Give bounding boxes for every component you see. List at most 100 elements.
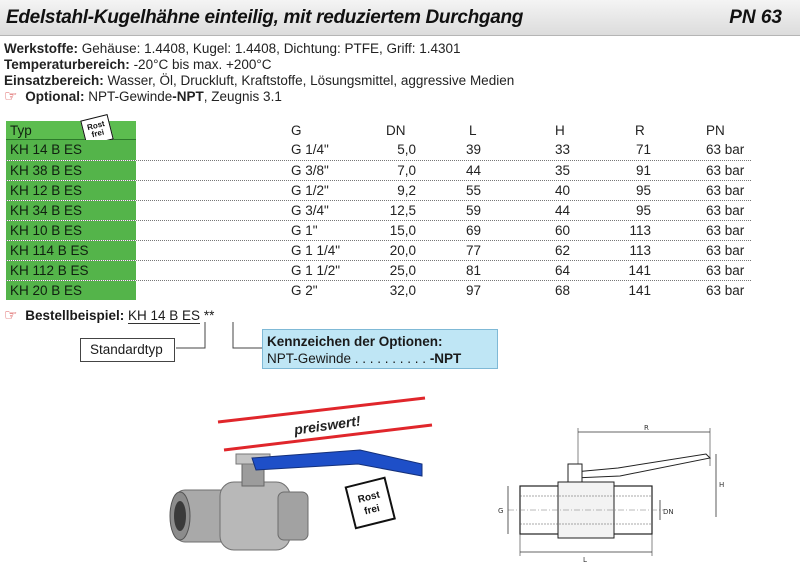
cell-g: G 3/4" <box>291 203 329 218</box>
header-pn: PN <box>706 123 725 138</box>
cell-r: 113 <box>629 223 651 238</box>
spec-werkstoffe: Werkstoffe: Gehäuse: 1.4408, Kugel: 1.44… <box>4 41 514 57</box>
option-connector <box>232 322 262 349</box>
cell-typ: KH 34 B ES <box>6 201 136 220</box>
pointing-hand-icon: ☞ <box>4 88 18 105</box>
cell-h: 40 <box>555 183 571 198</box>
header-r: R <box>635 123 645 138</box>
cell-l: 69 <box>466 223 482 238</box>
drawing-nut <box>567 463 583 483</box>
options-title: Kennzeichen der Optionen: <box>267 334 443 349</box>
header-dn: DN <box>386 123 406 138</box>
options-box: Kennzeichen der Optionen: NPT-Gewinde . … <box>262 329 498 369</box>
options-code: -NPT <box>429 351 462 366</box>
cell-dn: 9,2 <box>397 183 416 198</box>
spec-temperatur: Temperaturbereich: -20°C bis max. +200°C <box>4 57 514 73</box>
cell-l: 39 <box>466 142 482 157</box>
spec-einsatz-value: Wasser, Öl, Druckluft, Kraftstoffe, Lösu… <box>107 73 515 88</box>
header-g: G <box>291 123 302 138</box>
cell-pn: 63 bar <box>706 142 745 157</box>
cell-typ: KH 20 B ES <box>6 281 136 300</box>
spec-optional-label: Optional: <box>25 89 85 104</box>
rostfrei-stamp-icon: Rost frei <box>344 476 396 530</box>
order-suffix: ** <box>203 308 215 323</box>
spec-werkstoffe-label: Werkstoffe: <box>4 41 79 56</box>
cell-pn: 63 bar <box>706 223 745 238</box>
header-l: L <box>469 123 477 138</box>
spec-einsatz-label: Einsatzbereich: <box>4 73 104 88</box>
cell-dn: 7,0 <box>397 163 416 178</box>
cell-r: 113 <box>629 243 651 258</box>
cell-r: 71 <box>635 142 651 157</box>
banner-line-bottom <box>223 423 433 452</box>
order-example: ☞ Bestellbeispiel: KH 14 B ES ** <box>4 306 214 324</box>
valve-bore <box>174 501 186 531</box>
cell-h: 64 <box>555 263 571 278</box>
cell-pn: 63 bar <box>706 163 745 178</box>
cell-dn: 32,0 <box>389 283 416 298</box>
cell-dn: 15,0 <box>389 223 416 238</box>
specifications: Werkstoffe: Gehäuse: 1.4408, Kugel: 1.44… <box>4 41 514 105</box>
cell-r: 95 <box>635 183 651 198</box>
spec-optional: ☞ Optional: NPT-Gewinde-NPT, Zeugnis 3.1 <box>4 89 514 105</box>
cell-pn: 63 bar <box>706 283 745 298</box>
cell-dn: 5,0 <box>397 142 416 157</box>
cell-pn: 63 bar <box>706 183 745 198</box>
cell-h: 44 <box>555 203 571 218</box>
cell-g: G 1/4" <box>291 142 329 157</box>
spec-einsatz: Einsatzbereich: Wasser, Öl, Druckluft, K… <box>4 73 514 89</box>
options-dots: . . . . . . . . . . <box>351 351 430 366</box>
cell-typ: KH 14 B ES <box>6 140 136 160</box>
cell-r: 95 <box>635 203 651 218</box>
product-photo: preiswert! Rost frei <box>160 392 450 570</box>
standard-connector <box>176 322 206 349</box>
cell-h: 60 <box>555 223 571 238</box>
cell-h: 68 <box>555 283 571 298</box>
cell-h: 33 <box>555 142 571 157</box>
cell-dn: 20,0 <box>389 243 416 258</box>
cell-l: 97 <box>466 283 482 298</box>
valve-section-drawing: R H G DN L <box>498 424 724 564</box>
cell-pn: 63 bar <box>706 263 745 278</box>
cell-l: 55 <box>466 183 482 198</box>
cell-g: G 2" <box>291 283 318 298</box>
cell-h: 35 <box>555 163 571 178</box>
cell-typ: KH 112 B ES <box>6 261 136 280</box>
order-label: Bestellbeispiel: <box>25 308 125 323</box>
spec-optional-value-2: -NPT <box>172 89 204 104</box>
pointing-hand-icon: ☞ <box>4 307 18 324</box>
spec-optional-value-3: , Zeugnis 3.1 <box>203 89 282 104</box>
drawing-handle <box>573 453 712 479</box>
cell-pn: 63 bar <box>706 243 745 258</box>
cell-dn: 12,5 <box>389 203 416 218</box>
banner-line-top <box>217 396 426 424</box>
table-row: KH 14 B ES G 1/4" 5,0 39 33 71 63 bar <box>6 140 751 160</box>
photo-stamp-line-2: frei <box>363 503 381 517</box>
cell-g: G 1 1/2" <box>291 263 341 278</box>
cell-dn: 25,0 <box>389 263 416 278</box>
header-h: H <box>555 123 565 138</box>
cell-typ: KH 12 B ES <box>6 181 136 200</box>
label-dn: DN <box>663 508 674 516</box>
cell-r: 141 <box>628 263 651 278</box>
cell-l: 44 <box>466 163 482 178</box>
spec-temperatur-value: -20°C bis max. +200°C <box>133 57 272 72</box>
ball-valve-illustration: preiswert! Rost frei <box>169 396 433 551</box>
table-header: Typ Rost frei G DN L H R PN <box>6 113 751 147</box>
technical-drawing: R H G DN L <box>478 420 798 570</box>
label-r: R <box>644 424 649 432</box>
pressure-rating: PN 63 <box>729 7 782 28</box>
valve-handle <box>251 449 423 477</box>
options-item-label: NPT-Gewinde <box>267 351 352 366</box>
cell-typ: KH 114 B ES <box>6 241 136 260</box>
cell-l: 77 <box>466 243 482 258</box>
cell-typ: KH 10 B ES <box>6 221 136 240</box>
